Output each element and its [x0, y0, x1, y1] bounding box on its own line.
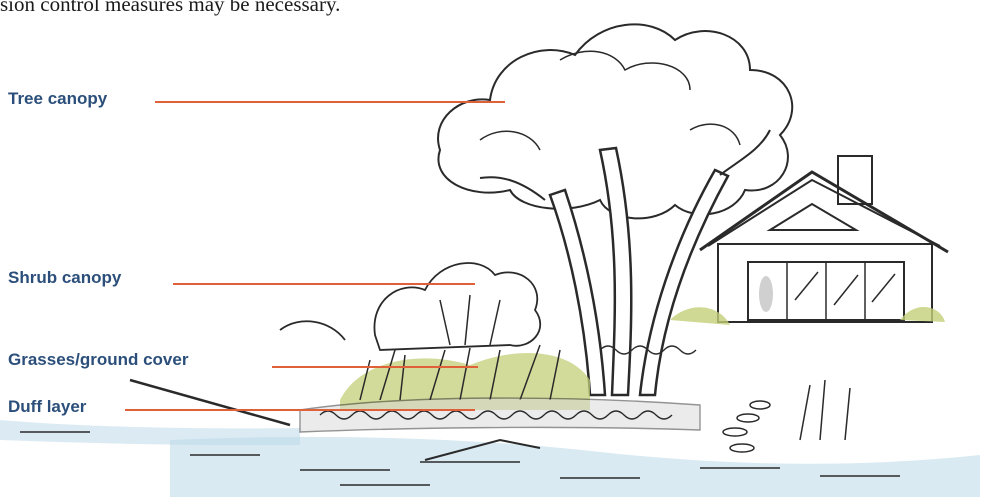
- label-tree-canopy: Tree canopy: [8, 89, 107, 109]
- person-silhouette: [759, 276, 773, 312]
- label-shrub-canopy: Shrub canopy: [8, 268, 121, 288]
- shrub-drawing: [280, 263, 540, 350]
- label-duff-layer: Duff layer: [8, 397, 86, 417]
- stepping-stones: [723, 401, 770, 452]
- water: [0, 420, 980, 497]
- label-grasses-ground-cover: Grasses/ground cover: [8, 350, 188, 370]
